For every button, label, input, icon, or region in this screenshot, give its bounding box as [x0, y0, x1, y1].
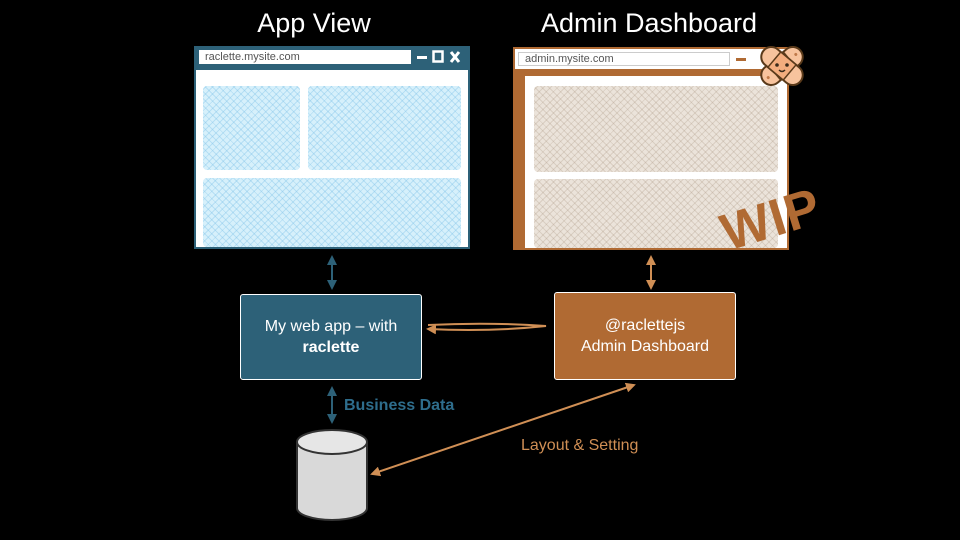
minimize-icon[interactable] — [416, 50, 428, 64]
admin-header-bar — [515, 69, 787, 76]
app-view-window: raclette.mysite.com — [194, 46, 470, 249]
web-app-label-line2: raclette — [302, 339, 360, 356]
admin-sidebar — [515, 69, 525, 248]
business-data-label: Business Data — [344, 397, 455, 414]
close-icon[interactable] — [449, 50, 461, 64]
app-view-title: App View — [257, 8, 371, 38]
admin-package-node: @raclettejs Admin Dashboard — [554, 292, 736, 380]
web-app-label-line1: My web app – with — [264, 318, 398, 335]
minimize-icon[interactable] — [735, 52, 747, 66]
maximize-icon[interactable] — [432, 50, 444, 64]
app-panel-top-right — [308, 86, 461, 170]
layout-setting-label: Layout & Setting — [521, 437, 639, 454]
admin-package-label-line1: @raclettejs — [604, 317, 686, 334]
app-panel-bottom — [203, 178, 461, 247]
app-address-bar[interactable]: raclette.mysite.com — [199, 50, 411, 64]
app-window-frame — [196, 66, 468, 70]
app-panel-top-left — [203, 86, 300, 170]
admin-panel-top — [534, 86, 778, 172]
admin-package-label-line2: Admin Dashboard — [580, 338, 710, 355]
database-icon — [296, 429, 368, 521]
bandage-icon — [760, 46, 804, 86]
web-app-node: My web app – with raclette — [240, 294, 422, 380]
webapp-to-admin-arrow — [426, 322, 547, 335]
admin-panel-bottom — [534, 179, 778, 248]
admin-dashboard-window: admin.mysite.com — [513, 47, 789, 250]
admin-address-bar[interactable]: admin.mysite.com — [518, 52, 730, 66]
admin-dashboard-title: Admin Dashboard — [540, 8, 758, 38]
